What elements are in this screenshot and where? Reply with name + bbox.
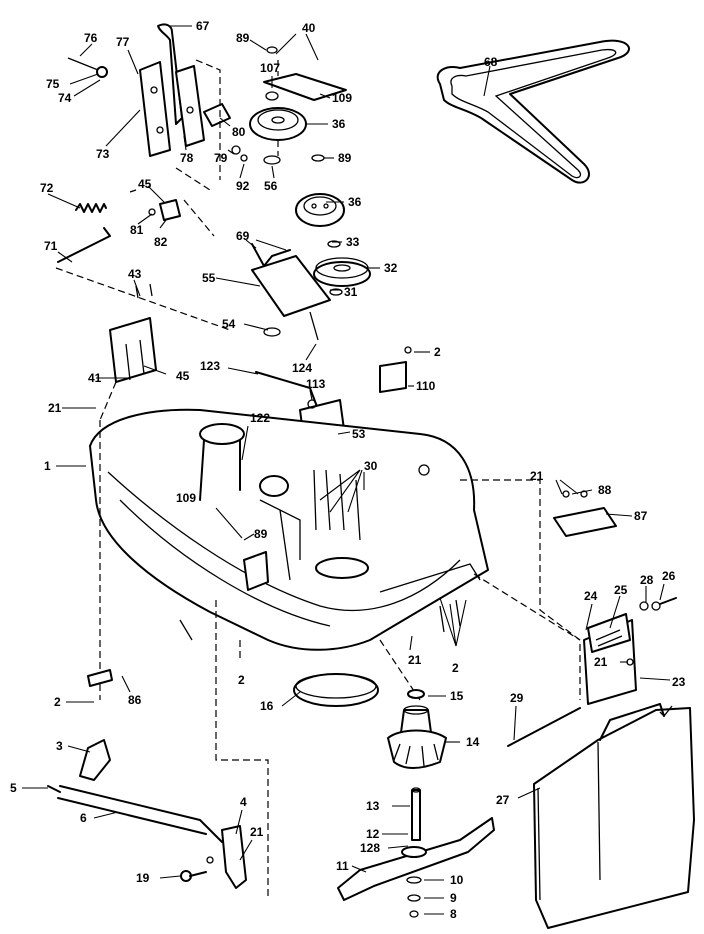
- mower-deck: [89, 408, 489, 651]
- callout-13: 13: [366, 799, 380, 813]
- callout-53: 53: [352, 427, 366, 441]
- reference-lines: [99, 420, 581, 900]
- callout-128: 128: [360, 841, 380, 855]
- callout-2: 2: [238, 673, 245, 687]
- callout-45: 45: [138, 177, 152, 191]
- callout-29: 29: [510, 691, 524, 705]
- lower-linkage: [47, 739, 247, 889]
- callout-9: 9: [450, 891, 457, 905]
- callout-86: 86: [128, 693, 142, 707]
- callout-1: 1: [44, 459, 51, 473]
- callout-14: 14: [466, 735, 480, 749]
- callout-28: 28: [640, 573, 654, 587]
- pulley-lower: [313, 257, 371, 296]
- callout-80: 80: [232, 125, 246, 139]
- callout-23: 23: [672, 675, 686, 689]
- callout-67: 67: [196, 19, 210, 33]
- callout-24: 24: [584, 589, 598, 603]
- callout-4: 4: [240, 795, 247, 809]
- callout-10: 10: [450, 873, 464, 887]
- callout-36: 36: [332, 117, 346, 131]
- callout-79: 79: [214, 151, 228, 165]
- callout-87: 87: [634, 509, 648, 523]
- callout-89: 89: [236, 31, 250, 45]
- callout-122: 122: [250, 411, 270, 425]
- callout-82: 82: [154, 235, 168, 249]
- lift-lever-assembly: [67, 23, 248, 191]
- bracket-small: [129, 189, 215, 237]
- discharge-chute: [533, 703, 695, 929]
- callout-74: 74: [58, 91, 72, 105]
- callout-19: 19: [136, 871, 150, 885]
- spring: [75, 203, 107, 213]
- callout-2: 2: [434, 345, 441, 359]
- callout-21: 21: [530, 469, 544, 483]
- callout-43: 43: [128, 267, 142, 281]
- callout-88: 88: [598, 483, 612, 497]
- callout-26: 26: [662, 569, 676, 583]
- v-belt: [436, 39, 630, 184]
- callout-12: 12: [366, 827, 380, 841]
- callout-109: 109: [332, 91, 352, 105]
- callout-21: 21: [408, 653, 422, 667]
- spindle-cover: [293, 673, 379, 707]
- callout-33: 33: [346, 235, 360, 249]
- callout-16: 16: [260, 699, 274, 713]
- callout-32: 32: [384, 261, 398, 275]
- callout-41: 41: [88, 371, 102, 385]
- callout-109: 109: [176, 491, 196, 505]
- pulley-upper: [249, 46, 347, 165]
- callout-labels: 67 40 89 76 77 75 74 107 109 68 36 80 73…: [10, 19, 686, 921]
- callout-27: 27: [496, 793, 510, 807]
- callout-21: 21: [594, 655, 608, 669]
- callout-69: 69: [236, 229, 250, 243]
- callout-110: 110: [416, 379, 436, 393]
- callout-11: 11: [336, 859, 349, 873]
- callout-15: 15: [450, 689, 464, 703]
- mower-blade: [337, 817, 495, 918]
- callout-92: 92: [236, 179, 250, 193]
- callout-113: 113: [306, 377, 326, 391]
- callout-107: 107: [260, 61, 280, 75]
- callout-73: 73: [96, 147, 110, 161]
- callout-2: 2: [452, 661, 459, 675]
- shield-bracket: [379, 346, 412, 393]
- callout-72: 72: [40, 181, 54, 195]
- callout-30: 30: [364, 459, 378, 473]
- callout-3: 3: [56, 739, 63, 753]
- callout-2: 2: [54, 695, 61, 709]
- spindle-assembly: [387, 689, 447, 841]
- height-bracket: [99, 317, 157, 421]
- callout-71: 71: [44, 239, 58, 253]
- callout-123: 123: [200, 359, 220, 373]
- callout-77: 77: [116, 35, 130, 49]
- callout-54: 54: [222, 317, 236, 331]
- callout-25: 25: [614, 583, 628, 597]
- callout-45: 45: [176, 369, 190, 383]
- callout-89: 89: [338, 151, 352, 165]
- callout-5: 5: [10, 781, 17, 795]
- callout-124: 124: [292, 361, 312, 375]
- callout-8: 8: [450, 907, 457, 921]
- idler-bracket: [251, 243, 331, 341]
- callout-21: 21: [250, 825, 264, 839]
- callout-78: 78: [180, 151, 194, 165]
- callout-21: 21: [48, 401, 62, 415]
- callout-31: 31: [344, 285, 358, 299]
- callout-55: 55: [202, 271, 216, 285]
- callout-36: 36: [348, 195, 362, 209]
- callout-40: 40: [302, 21, 316, 35]
- callout-6: 6: [80, 811, 87, 825]
- plate-87: [553, 490, 617, 537]
- callout-76: 76: [84, 31, 98, 45]
- link-rod: [55, 227, 231, 331]
- callout-56: 56: [264, 179, 278, 193]
- callout-68: 68: [484, 55, 498, 69]
- callout-89: 89: [254, 527, 268, 541]
- callout-75: 75: [46, 77, 60, 91]
- callout-leaders: [22, 25, 671, 915]
- bracket-86: [87, 619, 193, 687]
- callout-81: 81: [130, 223, 144, 237]
